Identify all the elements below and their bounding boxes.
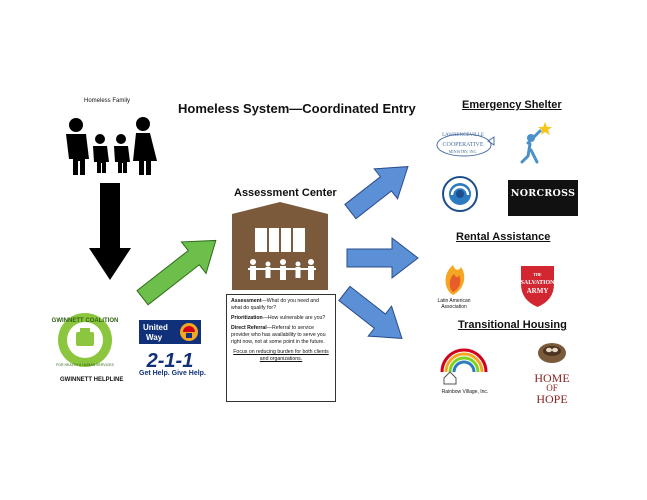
blue-arrow-down <box>338 285 403 339</box>
lawrenceville-line3: MINISTRY, INC. <box>449 149 478 155</box>
circle-org-logo <box>442 176 478 212</box>
family-label: Homeless Family <box>84 98 131 104</box>
lawrenceville-logo: LAWRENCEVILLE COOPERATIVE MINISTRY, INC. <box>436 133 495 157</box>
salvation-army-logo: THE SALVATION ARMY <box>521 266 556 307</box>
assessment-building-icon <box>232 202 328 290</box>
blue-arrow-right <box>346 236 419 280</box>
salvation-line2: SALVATION <box>521 280 556 286</box>
rainbow-village-caption: Rainbow Village, Inc. <box>441 389 489 395</box>
assessment-label: Assessment <box>231 298 262 304</box>
latin-american-caption: Latin American Association <box>437 298 471 310</box>
home-of-hope-text: HOME OF HOPE <box>526 372 578 405</box>
rainbow-village-logo <box>440 348 488 385</box>
referral-label: Direct Referral <box>231 325 267 332</box>
gwinnett-helpline-label: GWINNETT HELPLINE <box>60 377 124 383</box>
latin-american-logo <box>445 265 465 295</box>
gwinnett-coalition-logo: GWINNETT COALITION FOR HEALTH & HUMAN SE… <box>52 313 119 367</box>
home-line2: OF <box>546 383 558 393</box>
home-line1: HOME <box>534 371 570 385</box>
lawrenceville-line1: LAWRENCEVILLE <box>442 133 484 138</box>
united-way-211-text: 2-1-1 <box>146 350 194 372</box>
gwinnett-sub-text: FOR HEALTH & HUMAN SERVICES <box>56 363 114 367</box>
assessment-text: —What do you need and what do qualify fo… <box>231 298 319 312</box>
emergency-shelter-heading: Emergency Shelter <box>462 99 562 111</box>
focus-note: Focus on reducing burden for both client… <box>233 349 329 363</box>
prioritization-text: —How vulnerable are you? <box>262 315 326 322</box>
salvation-line1: THE <box>533 272 542 277</box>
lawrenceville-line2: COOPERATIVE <box>442 142 483 148</box>
home-of-hope-logo <box>538 343 566 363</box>
referral-text: —Referral to service provider who has av… <box>231 325 326 346</box>
norcross-text: NORCROSS <box>510 188 576 199</box>
gwinnett-top-text: GWINNETT COALITION <box>52 318 119 324</box>
norcross-logo <box>508 180 578 216</box>
down-arrow <box>89 183 131 280</box>
assessment-item: Assessment—What do you need and what do … <box>231 298 331 312</box>
home-line3: HOPE <box>536 392 568 406</box>
transitional-housing-heading: Transitional Housing <box>458 319 567 331</box>
united-way-top-text: United <box>143 323 168 332</box>
prioritization-item: Prioritization—How vulnerable are you? <box>231 315 331 322</box>
rental-assistance-heading: Rental Assistance <box>456 231 551 243</box>
diagram-title: Homeless System—Coordinated Entry <box>178 101 416 116</box>
united-way-logo: United Way 2-1-1 <box>139 320 201 372</box>
assessment-info-box: Assessment—What do you need and what do … <box>226 294 336 402</box>
green-arrow <box>136 239 217 306</box>
assessment-center-title: Assessment Center <box>234 187 337 199</box>
salvation-line3: ARMY <box>527 287 549 295</box>
family-icon <box>66 117 157 175</box>
blue-arrow-up <box>344 166 409 220</box>
united-way-bottom-text: Way <box>146 333 163 342</box>
star-figure-logo <box>520 122 552 164</box>
united-way-tagline: Get Help. Give Help. <box>139 370 206 377</box>
referral-item: Direct Referral—Referral to service prov… <box>231 325 331 346</box>
prioritization-label: Prioritization <box>231 315 263 322</box>
